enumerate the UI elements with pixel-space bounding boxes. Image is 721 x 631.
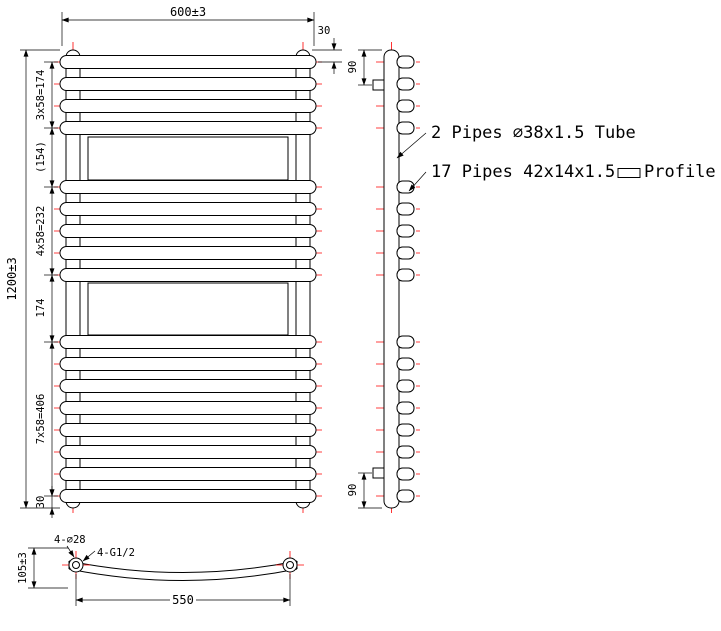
radiator-pipe-front [59, 99, 317, 113]
pipe-section-side [396, 379, 415, 393]
pipe-section-side [396, 401, 415, 415]
radiator-pipe-front [59, 202, 317, 216]
dim-segment-3: 4x58=232 [35, 206, 47, 257]
curved-rail [68, 560, 298, 581]
pipe-section-side [396, 224, 415, 238]
profile-section-symbol-icon [617, 168, 641, 178]
dim-segment-2: (154) [35, 141, 47, 173]
radiator-pipe-front [59, 467, 317, 481]
pipe-section-side [396, 357, 415, 371]
front-view [54, 42, 322, 516]
dim-centers: 550 [172, 593, 194, 607]
radiator-pipe-front [59, 180, 317, 194]
pipe-section-side [396, 55, 415, 69]
pipe-section-side [396, 268, 415, 282]
radiator-pipe-front [59, 246, 317, 260]
bottom-view: 4-⌀28 4-G1/2 105±3 550 [17, 534, 304, 607]
radiator-pipe-front [59, 401, 317, 415]
pipe-section-side [396, 423, 415, 437]
radiator-pipe-front [59, 224, 317, 238]
pipe-section-side [396, 246, 415, 260]
dim-top-offset: 30 [318, 25, 331, 37]
panel-opening-2 [87, 282, 289, 336]
dim-bracket-bottom: 90 [347, 484, 359, 497]
pipe-section-side [396, 489, 415, 503]
pipe-section-side [396, 180, 415, 194]
dim-depth: 105±3 [17, 552, 29, 584]
pipe-section-side [396, 335, 415, 349]
panel-opening-1 [87, 136, 289, 181]
dim-segment-5: 7x58=406 [35, 394, 47, 445]
radiator-pipe-front [59, 379, 317, 393]
note-profile-suffix: Profile [644, 162, 716, 182]
front-dimensions: 600±3 1200±3 30 3x58=174 (154) 4x58=232 … [5, 5, 342, 518]
radiator-pipe-front [59, 423, 317, 437]
wall-bracket-bottom [372, 467, 385, 479]
radiator-pipe-front [59, 335, 317, 349]
radiator-pipe-front [59, 121, 317, 135]
wall-bracket-top [372, 79, 385, 91]
dim-bracket-top: 90 [347, 61, 359, 74]
side-collector-tube [383, 49, 400, 509]
radiator-pipe-front [59, 55, 317, 69]
connection-right [282, 557, 298, 573]
pipe-section-side [396, 77, 415, 91]
side-view: 90 90 2 Pipes ⌀38x1.5 Tube 17 Pipes 42x1… [347, 42, 716, 516]
radiator-pipe-front [59, 268, 317, 282]
dim-bottom-offset: 30 [35, 496, 47, 509]
radiator-pipe-front [59, 357, 317, 371]
connection-left [68, 557, 84, 573]
dim-segment-1: 3x58=174 [35, 70, 47, 121]
dim-segment-4: 174 [35, 299, 47, 318]
note-tube: 2 Pipes ⌀38x1.5 Tube [431, 123, 636, 143]
dim-thread: 4-G1/2 [97, 547, 135, 559]
connection-right-thread [286, 561, 294, 569]
front-pipes [59, 55, 317, 503]
pipe-section-side [396, 121, 415, 135]
dim-width: 600±3 [170, 5, 206, 19]
radiator-pipe-front [59, 489, 317, 503]
pipe-section-side [396, 467, 415, 481]
connection-left-thread [72, 561, 80, 569]
pipe-section-side [396, 445, 415, 459]
side-sections [396, 55, 415, 503]
dim-holes: 4-⌀28 [54, 534, 86, 546]
note-profile-prefix: 17 Pipes 42x14x1.5 [431, 162, 615, 182]
pipe-section-side [396, 202, 415, 216]
dim-height: 1200±3 [5, 257, 19, 300]
radiator-pipe-front [59, 445, 317, 459]
radiator-pipe-front [59, 77, 317, 91]
pipe-section-side [396, 99, 415, 113]
